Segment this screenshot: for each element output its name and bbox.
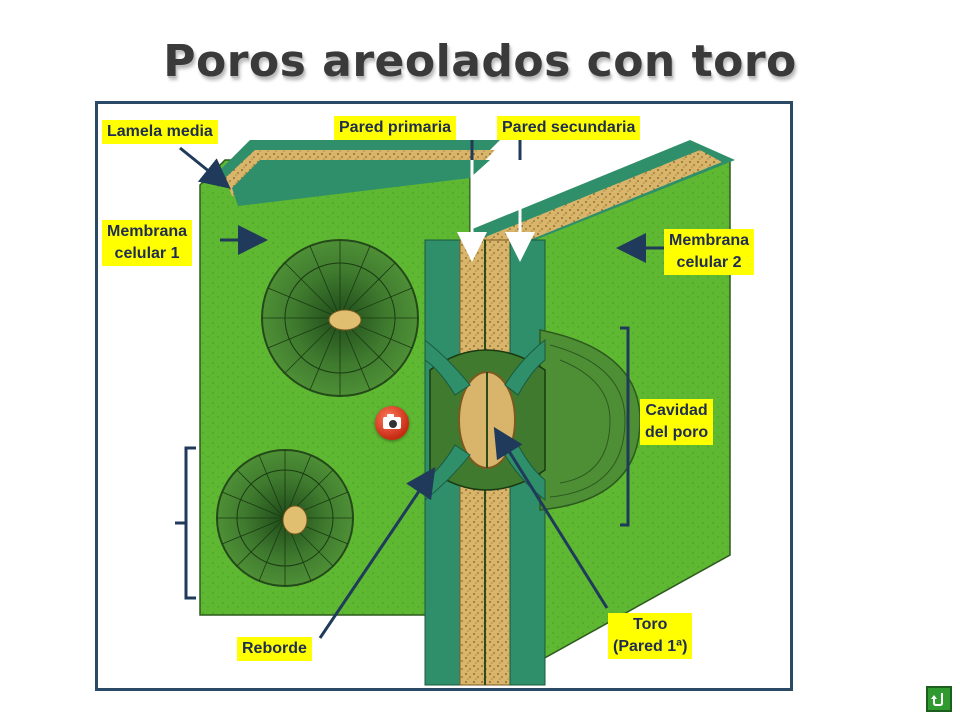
- label-reborde: Reborde: [237, 637, 312, 661]
- diagram-frame: [95, 101, 793, 691]
- label-pared-primaria: Pared primaria: [334, 116, 457, 140]
- arrow-reborde: [318, 467, 436, 639]
- page-title: Poros areolados con toro: [163, 36, 797, 87]
- label-cavidad-del-poro: Cavidad del poro: [640, 399, 714, 445]
- camera-icon[interactable]: [375, 406, 409, 440]
- return-arrow-icon[interactable]: [926, 686, 952, 712]
- label-pared-secundaria: Pared secundaria: [497, 116, 641, 140]
- label-membrana-celular-2: Membrana celular 2: [664, 229, 755, 275]
- border-flap-upper: [424, 338, 471, 396]
- label-membrana-celular-1: Membrana celular 1: [102, 220, 193, 266]
- label-lamela-media: Lamela media: [102, 120, 218, 144]
- surface-pit-lower: [216, 449, 354, 587]
- arrow-lamela-media: [179, 146, 231, 189]
- left-bracket: [175, 446, 196, 600]
- label-toro: Toro (Pared 1ª): [608, 613, 693, 659]
- arrow-toro: [493, 426, 609, 609]
- pit-cavity-right: [539, 329, 641, 511]
- surface-pit-upper: [261, 239, 419, 397]
- cavidad-bracket: [620, 326, 630, 527]
